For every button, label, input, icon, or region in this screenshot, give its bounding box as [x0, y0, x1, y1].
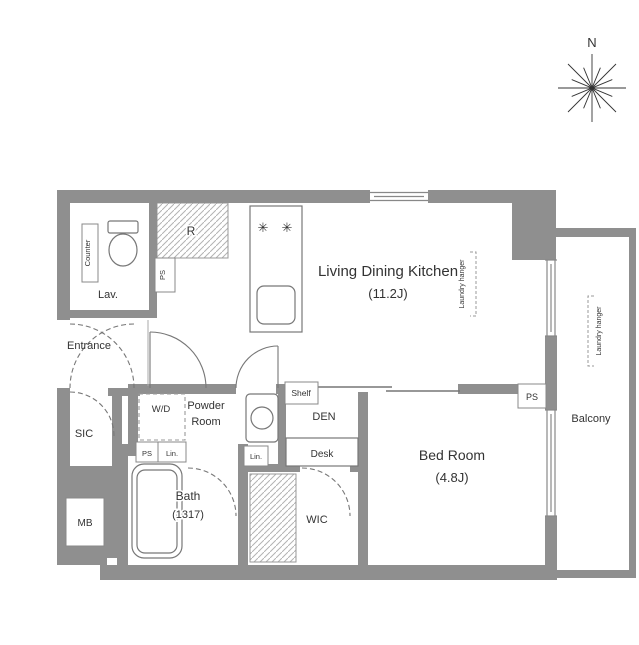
- wall-segment: [248, 464, 300, 472]
- room-label-powder-2: Room: [191, 416, 220, 428]
- wall-segment: [57, 388, 69, 396]
- label-laundry-hanger-balcony: Laundry hanger: [596, 306, 603, 356]
- desk: [285, 437, 359, 467]
- wall-segment: [108, 388, 122, 396]
- room-label-den: DEN: [312, 411, 335, 423]
- wall-segment: [128, 388, 138, 444]
- stove-burner-icon: ✳: [258, 220, 269, 235]
- linen-closet: [157, 441, 187, 463]
- wall-segment: [70, 310, 157, 318]
- wall-segment: [556, 228, 636, 237]
- wall-segment: [350, 464, 364, 472]
- wall-segment: [112, 388, 122, 468]
- windows: [370, 191, 557, 517]
- wall-segment: [556, 570, 636, 578]
- hatch-refrigerator-space: [156, 202, 229, 259]
- compass-ray: [583, 67, 601, 109]
- compass-north-label: N: [587, 35, 596, 50]
- wash-basin-bowl: [250, 406, 274, 430]
- label-lin-powder: Lin.: [166, 449, 178, 458]
- laundry-hanger-bracket: [470, 251, 477, 317]
- room-label-bath: Bath: [176, 489, 201, 503]
- room-label-bedroom: Bed Room: [419, 447, 485, 463]
- hall-door-arc: [149, 331, 207, 389]
- wall-segment: [149, 203, 157, 318]
- bathtub-inner: [136, 469, 178, 554]
- room-label-mb: MB: [78, 518, 93, 529]
- wall-segment: [57, 545, 107, 565]
- lav-counter: [81, 223, 99, 283]
- wall-segment: [104, 500, 118, 558]
- room-size-bath: (1317): [172, 509, 204, 521]
- powder-door-arc: [235, 345, 279, 389]
- room-label-entrance: Entrance: [67, 340, 111, 352]
- compass-rose: N: [558, 35, 626, 122]
- room-label-refrigerator: R: [187, 224, 196, 238]
- doors: [69, 323, 351, 517]
- sliding-door: [316, 386, 460, 392]
- laundry-hanger-bracket: [587, 295, 594, 367]
- wall-segment: [70, 190, 370, 203]
- shelf-box: [284, 381, 319, 405]
- wall-segment: [278, 388, 286, 464]
- wall-segment: [238, 444, 248, 565]
- room-label-sic: SIC: [75, 428, 93, 440]
- pipe-shaft-kitchen: [154, 257, 176, 293]
- wall-segment: [117, 450, 128, 565]
- entrance-door-arc: [69, 323, 135, 389]
- label-lin-hall: Lin.: [250, 452, 262, 461]
- room-label-balcony: Balcony: [571, 413, 611, 425]
- entrance-door-arc: [69, 323, 135, 389]
- label-desk: Desk: [311, 449, 335, 460]
- stove-burner-icon: ✳: [282, 220, 293, 235]
- pipe-shaft-bedroom: [517, 383, 547, 409]
- room-size-bedroom: (4.8J): [435, 470, 468, 485]
- wall-segment: [545, 516, 557, 580]
- wall-segment: [358, 392, 368, 565]
- label-ps-bedroom: PS: [526, 392, 538, 402]
- wall-segment: [57, 190, 70, 320]
- label-laundry-hanger-ldk: Laundry hanger: [459, 259, 466, 309]
- linen-closet: [243, 445, 269, 467]
- label-counter: Counter: [83, 239, 92, 266]
- toilet-bowl-icon: [108, 233, 138, 267]
- wic-door-arc: [301, 467, 351, 517]
- room-label-ldk: Living Dining Kitchen: [318, 263, 458, 280]
- wall-segment: [100, 565, 556, 580]
- label-shelf: Shelf: [291, 388, 311, 398]
- bath-door-arc: [187, 467, 237, 517]
- wall-segment: [458, 384, 518, 394]
- label-wd: W/D: [152, 404, 171, 415]
- washer-dryer-space: [138, 393, 186, 441]
- meter-box: [65, 497, 105, 547]
- room-label-powder-1: Powder: [187, 400, 225, 412]
- label-ps-powder: PS: [142, 449, 152, 458]
- wall-segment: [629, 228, 636, 578]
- sic-door-arc: [69, 391, 115, 437]
- wall-segment: [428, 190, 512, 203]
- room-label-lav: Lav.: [98, 289, 118, 301]
- kitchen-sink-icon: [256, 285, 296, 325]
- toilet-tank-icon: [107, 220, 139, 234]
- wall-segment: [545, 336, 557, 410]
- hatch-wic-shelf: [249, 473, 297, 563]
- label-ps-kitchen: PS: [158, 270, 167, 280]
- wall-segment: [512, 190, 556, 260]
- room-size-ldk: (11.2J): [368, 286, 408, 301]
- walls: [57, 190, 636, 580]
- wall-segment: [128, 384, 236, 394]
- wall-segment: [57, 466, 118, 500]
- room-label-wic: WIC: [306, 514, 327, 526]
